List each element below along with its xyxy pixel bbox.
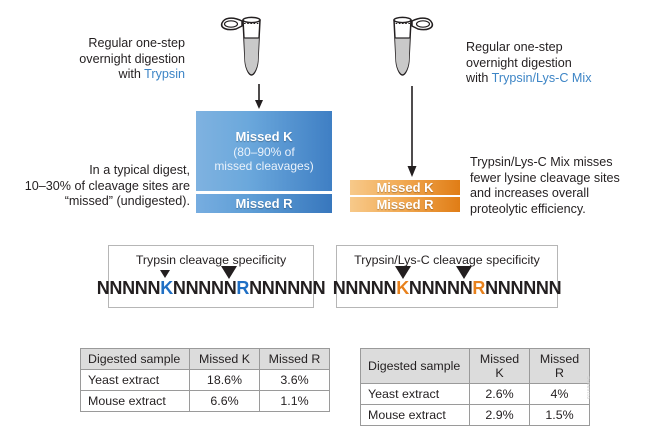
right-caption-line-2: overnight digestion bbox=[466, 55, 572, 70]
right-body-caption: Trypsin/Lys-C Mix misses fewer lysine cl… bbox=[470, 155, 650, 217]
left-missed-k-sub-line-1: (80–90% of bbox=[233, 145, 295, 159]
left-residue-k: K bbox=[160, 278, 173, 298]
left-missed-r-box: Missed R bbox=[196, 194, 332, 213]
left-seq-part-2: NNNNN bbox=[172, 278, 237, 298]
right-r1-missed-r: 4% bbox=[529, 383, 590, 405]
left-table: Digested sample Missed K Missed R Yeast … bbox=[80, 348, 330, 412]
table-header-row: Digested sample Missed K Missed R bbox=[80, 348, 330, 370]
left-body-line-1: In a typical digest, bbox=[89, 163, 190, 177]
left-th-missed-k: Missed K bbox=[189, 348, 260, 370]
right-top-caption: Regular one-step overnight digestion wit… bbox=[466, 40, 646, 87]
right-table: Digested sample Missed K Missed R Yeast … bbox=[360, 348, 590, 426]
reaction-tube-right bbox=[378, 12, 436, 90]
right-seq-part-3: NNNNNN bbox=[485, 278, 562, 298]
left-residue-r: R bbox=[236, 278, 250, 298]
right-r2-sample: Mouse extract bbox=[360, 404, 470, 426]
right-residue-r: R bbox=[472, 278, 486, 298]
right-caption-line-3: with Trypsin/Lys-C Mix bbox=[466, 71, 646, 87]
right-caption-line-1: Regular one-step bbox=[466, 40, 563, 54]
right-missed-k-box: Missed K bbox=[350, 180, 460, 195]
left-r1-sample: Yeast extract bbox=[80, 369, 190, 391]
right-cleavage-marker-r bbox=[455, 266, 472, 279]
table-header-row: Digested sample Missed K Missed R bbox=[360, 348, 590, 384]
right-results-table: Digested sample Missed K Missed R Yeast … bbox=[360, 348, 590, 426]
right-r2-missed-r: 1.5% bbox=[529, 404, 590, 426]
left-flow-arrow bbox=[252, 84, 266, 115]
left-r2-sample: Mouse extract bbox=[80, 390, 190, 412]
left-r1-missed-k: 18.6% bbox=[189, 369, 260, 391]
tube-icon bbox=[393, 16, 434, 76]
left-body-line-3: “missed” (undigested). bbox=[64, 194, 190, 208]
arrow-down-icon bbox=[407, 86, 417, 177]
table-row: Mouse extract 2.9% 1.5% bbox=[360, 404, 590, 426]
left-sequence: NNNNNKNNNNNRNNNNNN bbox=[96, 266, 326, 298]
right-seq-part-2: NNNNN bbox=[408, 278, 473, 298]
right-cleavage-marker-k bbox=[394, 266, 411, 279]
right-th-sample: Digested sample bbox=[360, 348, 470, 384]
right-missed-r-box: Missed R bbox=[350, 197, 460, 212]
table-row: Yeast extract 18.6% 3.6% bbox=[80, 369, 330, 391]
left-specificity-box: Trypsin cleavage specificity NNNNNKNNNNN… bbox=[97, 245, 326, 308]
table-row: Yeast extract 2.6% 4% bbox=[360, 383, 590, 405]
left-body-caption: In a typical digest, 10–30% of cleavage … bbox=[18, 163, 190, 210]
right-seq-part-1: NNNNN bbox=[332, 278, 397, 298]
tube-icon bbox=[220, 16, 261, 76]
right-r2-missed-k: 2.9% bbox=[469, 404, 530, 426]
left-missed-k-label: Missed K bbox=[235, 129, 293, 144]
right-caption-with: with bbox=[466, 71, 492, 85]
left-top-caption: Regular one-step overnight digestion wit… bbox=[20, 36, 185, 83]
left-caption-line-1: Regular one-step bbox=[88, 36, 185, 50]
left-body-line-2: 10–30% of cleavage sites are bbox=[24, 178, 190, 193]
right-body-line-2: fewer lysine cleavage sites bbox=[470, 170, 620, 185]
figure-watermark: 011696AC bbox=[586, 376, 591, 399]
right-residue-k: K bbox=[396, 278, 409, 298]
left-caption-with: with bbox=[118, 67, 145, 81]
left-cleavage-marker-k bbox=[159, 270, 170, 278]
right-body-line-1: Trypsin/Lys-C Mix misses bbox=[470, 155, 613, 169]
right-body-line-3: and increases overall bbox=[470, 186, 590, 200]
right-enzyme-label: Trypsin/Lys-C Mix bbox=[491, 71, 592, 85]
right-r1-missed-k: 2.6% bbox=[469, 383, 530, 405]
right-th-missed-k: Missed K bbox=[469, 348, 530, 384]
left-caption-line-2: overnight digestion bbox=[79, 51, 185, 66]
left-r2-missed-k: 6.6% bbox=[189, 390, 260, 412]
left-missed-k-sub-line-2: missed cleavages) bbox=[214, 159, 314, 173]
right-specificity-box: Trypsin/Lys-C cleavage specificity NNNNN… bbox=[333, 245, 562, 308]
left-enzyme-label: Trypsin bbox=[144, 67, 185, 81]
left-missed-k-sub: (80–90% of missed cleavages) bbox=[214, 145, 313, 173]
left-missed-k-box: Missed K (80–90% of missed cleavages) bbox=[196, 111, 332, 191]
right-flow-arrow bbox=[405, 86, 419, 183]
left-cleavage-marker-r bbox=[220, 266, 237, 279]
right-r1-sample: Yeast extract bbox=[360, 383, 470, 405]
right-specificity-title: Trypsin/Lys-C cleavage specificity bbox=[354, 253, 540, 267]
left-r2-missed-r: 1.1% bbox=[259, 390, 330, 412]
right-th-missed-r: Missed R bbox=[529, 348, 590, 384]
reaction-tube-left bbox=[218, 12, 276, 90]
right-body-line-4: proteolytic efficiency. bbox=[470, 201, 586, 216]
left-seq-part-3: NNNNNN bbox=[249, 278, 326, 298]
left-r1-missed-r: 3.6% bbox=[259, 369, 330, 391]
left-caption-line-3: with Trypsin bbox=[20, 67, 186, 83]
left-results-table: Digested sample Missed K Missed R Yeast … bbox=[80, 348, 330, 412]
arrow-down-icon bbox=[255, 84, 263, 109]
right-sequence: NNNNNKNNNNNRNNNNNN bbox=[332, 266, 562, 298]
left-th-sample: Digested sample bbox=[80, 348, 190, 370]
left-specificity-title: Trypsin cleavage specificity bbox=[135, 253, 287, 267]
left-th-missed-r: Missed R bbox=[259, 348, 330, 370]
left-seq-part-1: NNNNN bbox=[96, 278, 161, 298]
table-row: Mouse extract 6.6% 1.1% bbox=[80, 390, 330, 412]
